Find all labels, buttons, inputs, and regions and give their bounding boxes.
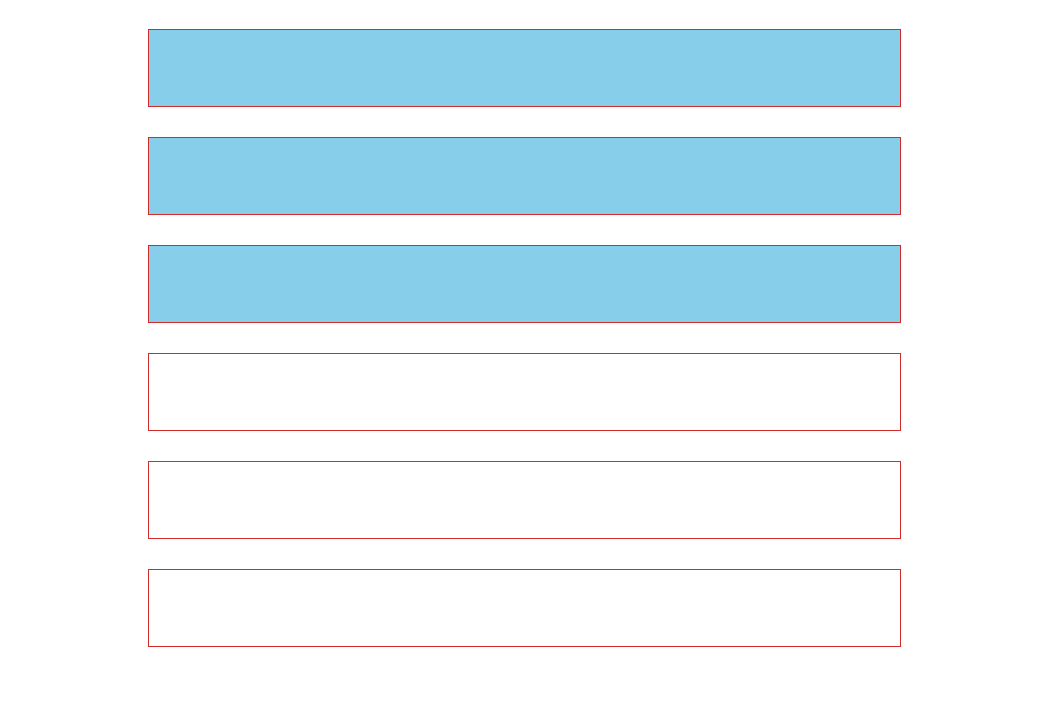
block-5 <box>148 461 901 539</box>
block-3 <box>148 245 901 323</box>
block-1 <box>148 29 901 107</box>
block-6 <box>148 569 901 647</box>
block-4 <box>148 353 901 431</box>
block-2 <box>148 137 901 215</box>
block-stack <box>148 29 901 647</box>
